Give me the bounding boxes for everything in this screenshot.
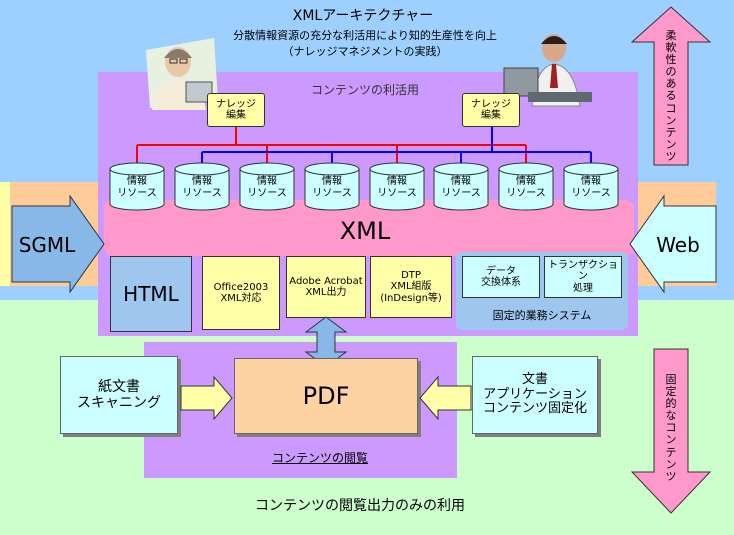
- sgml-label: SGML: [18, 233, 76, 257]
- utilization-label: コンテンツの利活用: [310, 82, 419, 97]
- web-arrow: [629, 194, 717, 294]
- fixed-content-label: 固 定 的 な コ ン テ ン ツ: [665, 373, 677, 483]
- bottom-label: コンテンツの閲覧出力のみの利用: [255, 498, 465, 514]
- info-resource-label: 情報 リソース: [377, 176, 417, 199]
- web-label: Web: [656, 233, 700, 257]
- info-resource-label: 情報 リソース: [312, 176, 352, 199]
- info-resource-cylinder: 情報 リソース: [108, 162, 166, 212]
- info-resource-cylinder: 情報 リソース: [238, 162, 296, 212]
- subtitle: 分散情報資源の充分な利活用により知的生産性を向上: [233, 29, 497, 42]
- data-exchange-box: データ 交換体系: [462, 256, 540, 298]
- info-resource-cylinder: 情報 リソース: [562, 162, 620, 212]
- database-icon: [563, 162, 619, 211]
- transaction-box: トランザクション 処理: [544, 256, 622, 298]
- flexible-content-arrow: [630, 6, 712, 166]
- worker-left-image: [146, 38, 218, 110]
- database-icon: [174, 162, 230, 211]
- info-resource-cylinder: 情報 リソース: [497, 162, 555, 212]
- document-application-box: 文書 アプリケーション コンテンツ固定化: [472, 356, 598, 434]
- html-box: HTML: [110, 256, 192, 332]
- database-icon: [109, 162, 165, 211]
- fixed-content-arrow: [630, 348, 712, 514]
- flexible-content-label: 柔 軟 性 の あ る コ ン テ ン ツ: [665, 29, 677, 163]
- info-resource-cylinder: 情報 リソース: [432, 162, 490, 212]
- info-resource-label: 情報 リソース: [506, 176, 546, 199]
- database-icon: [239, 162, 295, 211]
- sgml-arrow: [11, 194, 105, 294]
- info-resource-label: 情報 リソース: [247, 176, 287, 199]
- info-resource-label: 情報 リソース: [117, 176, 157, 199]
- office2003-box: Office2003 XML対応: [202, 256, 280, 330]
- docapp-to-pdf-arrow: [419, 376, 472, 420]
- database-icon: [304, 162, 360, 211]
- worker-right-image: [503, 34, 592, 107]
- fixed-business-label: 固定的業務システム: [492, 309, 592, 322]
- scan-to-pdf-arrow: [180, 376, 233, 420]
- info-resource-cylinder: 情報 リソース: [173, 162, 231, 212]
- info-resource-label: 情報 リソース: [441, 176, 481, 199]
- database-icon: [433, 162, 489, 211]
- info-resource-label: 情報 リソース: [571, 176, 611, 199]
- info-resource-label: 情報 リソース: [182, 176, 222, 199]
- paper-scanning-box: 紙文書 スキャニング: [60, 356, 178, 434]
- knowledge-editing-box-right: ナレッジ 編集: [462, 93, 520, 127]
- knowledge-editing-box-left: ナレッジ 編集: [207, 93, 265, 127]
- database-icon: [498, 162, 554, 211]
- adobe-acrobat-box: Adobe Acrobat XML出力: [286, 256, 366, 318]
- pdf-box: PDF: [234, 358, 418, 434]
- left-yellow-band: [0, 182, 10, 286]
- viewing-label: コンテンツの閲覧: [271, 450, 368, 465]
- page-title: XMLアーキテクチャー: [292, 8, 434, 24]
- dtp-box: DTP XML組版 (InDesign等): [370, 256, 452, 318]
- database-icon: [369, 162, 425, 211]
- xml-label: XML: [339, 217, 391, 245]
- subtitle-note: （ナレッジマネジメントの実践）: [282, 45, 448, 58]
- info-resource-cylinder: 情報 リソース: [303, 162, 361, 212]
- info-resource-cylinder: 情報 リソース: [368, 162, 426, 212]
